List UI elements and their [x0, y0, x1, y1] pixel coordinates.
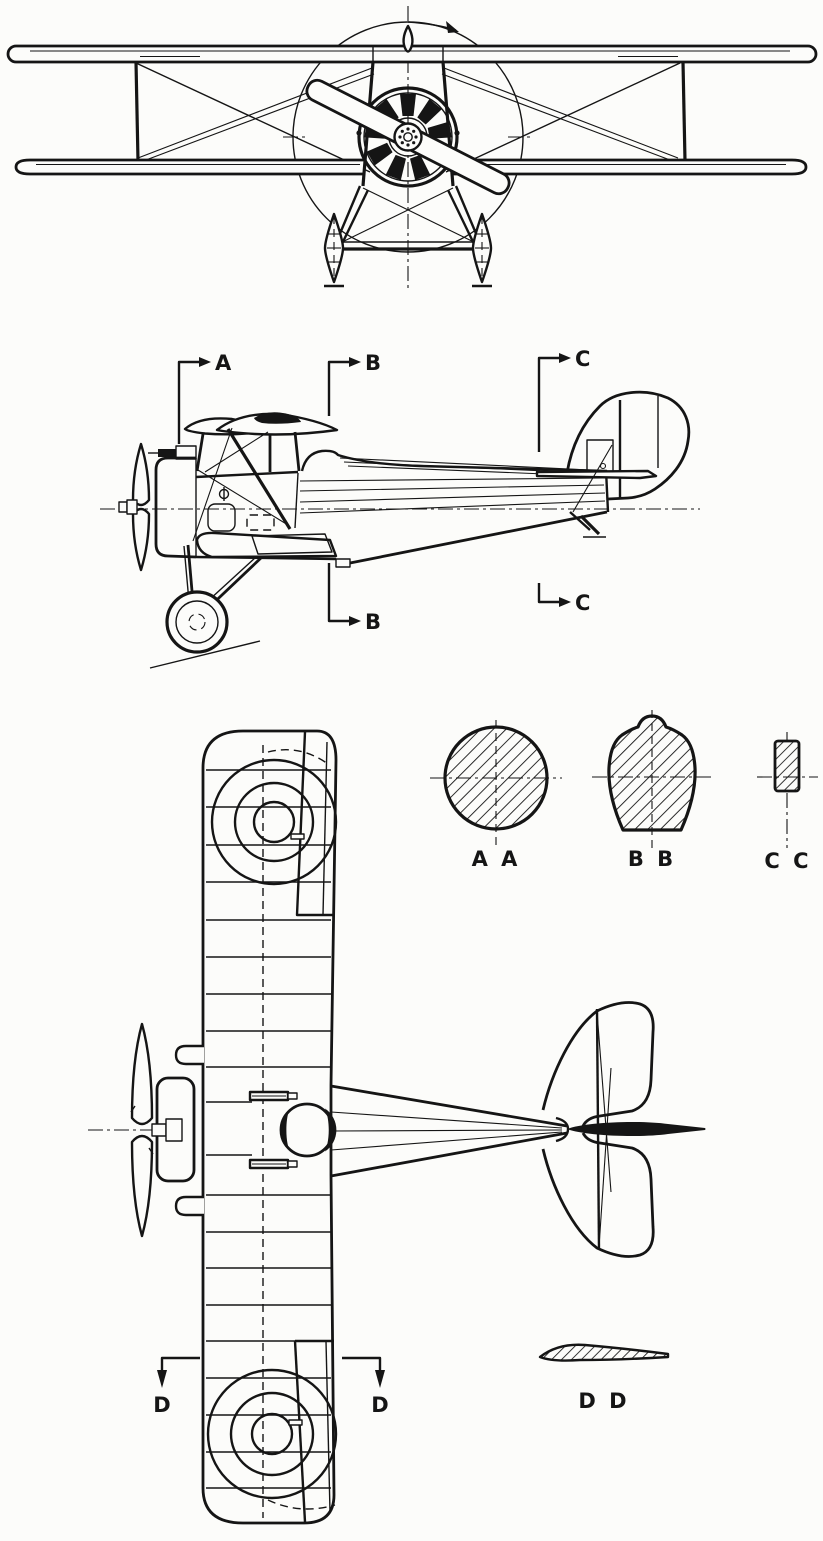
fuselage-side	[195, 449, 610, 568]
ground-line	[149, 640, 261, 669]
section-marker-d-right: D	[342, 1356, 389, 1417]
front-view	[6, 6, 818, 292]
label-c-top: C	[575, 347, 590, 371]
bracing-wires	[135, 62, 681, 173]
cockpit-opening-plan	[279, 1102, 337, 1158]
label-b-top: B	[365, 351, 381, 375]
propeller-hub	[393, 122, 423, 152]
right-wheel-front	[471, 212, 493, 288]
radial-engine	[356, 86, 460, 188]
bottom-wing-side	[195, 531, 338, 559]
top-wing-side	[183, 412, 339, 436]
engine-cowling-side	[154, 456, 197, 559]
label-a-top: A	[215, 351, 232, 375]
label-b-bottom: B	[365, 610, 381, 634]
left-wheel-front	[323, 212, 345, 288]
label-section-cc: C C	[764, 849, 811, 873]
section-bb: B B	[592, 710, 712, 871]
section-marker-c-top: C	[537, 347, 590, 452]
tailplane-plan	[541, 1001, 706, 1258]
label-section-dd: D D	[578, 1389, 629, 1413]
machine-guns-plan	[248, 1090, 298, 1170]
wing-roundel-bottom	[206, 1368, 338, 1500]
label-d-left: D	[153, 1393, 170, 1417]
section-marker-b-top: B	[327, 351, 381, 416]
label-section-bb: B B	[628, 847, 676, 871]
fuel-tank	[402, 24, 414, 53]
side-view: A B C B C	[100, 347, 700, 669]
section-aa: A A	[430, 720, 562, 871]
plan-view: D D	[88, 729, 706, 1525]
aileron-lines	[267, 731, 336, 1523]
fuselage-panels	[207, 487, 275, 532]
tail-side	[535, 390, 691, 538]
left-interplane-strut	[134, 61, 140, 162]
fuselage-plan	[330, 1084, 570, 1178]
cross-sections: A A B B C C	[430, 710, 818, 873]
rudder-edge-plan	[567, 1121, 706, 1137]
machine-gun-side	[148, 445, 197, 460]
section-marker-a-top: A	[177, 351, 232, 444]
wing-roundel-top	[210, 758, 338, 886]
leading-edge-fittings	[174, 1044, 204, 1217]
tailplane-side	[535, 469, 658, 480]
label-d-right: D	[371, 1393, 388, 1417]
propeller-side	[118, 442, 151, 572]
section-marker-c-bottom: C	[537, 583, 590, 615]
right-interplane-strut	[681, 61, 687, 162]
bottom-wing-front	[14, 158, 808, 176]
airfoil-section-dd: D D	[538, 1343, 670, 1413]
section-cc: C C	[757, 732, 818, 873]
cabane-struts-side	[192, 427, 301, 542]
label-c-bottom: C	[575, 591, 590, 615]
propeller-plan	[130, 1022, 183, 1238]
wheel-side	[149, 590, 261, 669]
section-marker-b-bottom: B	[327, 563, 381, 634]
label-section-aa: A A	[472, 847, 521, 871]
section-marker-d-left: D	[153, 1356, 200, 1417]
